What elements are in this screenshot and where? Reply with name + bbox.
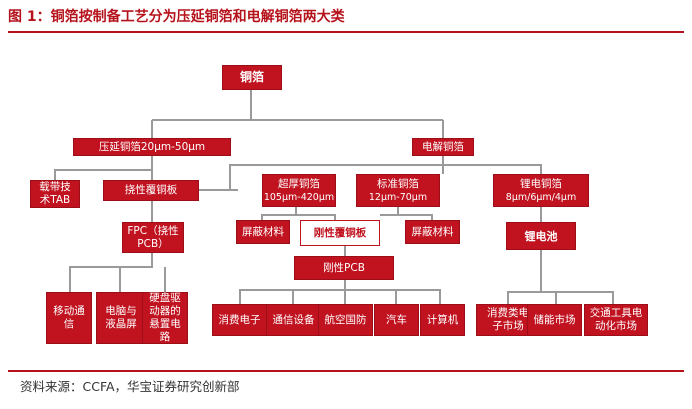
standard-label: 标准铜箔 [377, 177, 419, 190]
lithium-label: 锂电铜箔 [520, 177, 562, 190]
ultra-thick-label: 超厚铜箔 [278, 177, 320, 190]
node-mobile-comm: 移动通 信 [46, 292, 92, 344]
node-laptop-lcd: 电脑与 液晶屏 [96, 292, 146, 344]
node-copper-foil: 铜箔 [222, 65, 282, 90]
node-hdd-suspension: 硬盘驱 动器的 悬置电 路 [142, 292, 188, 344]
node-fpc: FPC（挠性 PCB） [122, 222, 184, 253]
lithium-spec: 8μm/6μm/4μm [505, 191, 577, 203]
node-electrolytic-foil: 电解铜箔 [412, 138, 474, 156]
node-ultra-thick-foil: 超厚铜箔 105μm-420μm [262, 174, 336, 207]
node-tab-tape: 载带技 术TAB [30, 180, 80, 208]
node-rigid-pcb: 刚性PCB [294, 256, 394, 280]
node-consumer-electronics: 消费电子 [212, 304, 267, 336]
source-note: 资料来源：CCFA，华宝证券研究创新部 [20, 379, 240, 394]
node-rolled-foil: 压延铜箔20μm-50μm [73, 138, 231, 156]
top-rule [8, 31, 684, 33]
node-shielding-2: 屏蔽材料 [405, 220, 460, 244]
standard-spec: 12μm-70μm [368, 191, 428, 203]
node-computer: 计算机 [420, 304, 465, 336]
node-lithium-foil: 锂电铜箔 8μm/6μm/4μm [493, 174, 589, 207]
ultra-thick-spec: 105μm-420μm [263, 191, 335, 203]
node-transport-market: 交通工具电 动化市场 [584, 304, 648, 336]
node-rigid-ccl: 刚性覆铜板 [300, 220, 380, 246]
node-automotive: 汽车 [374, 304, 419, 336]
figure-title: 图 1：铜箔按制备工艺分为压延铜箔和电解铜箔两大类 [8, 9, 345, 25]
node-shielding-1: 屏蔽材料 [236, 220, 290, 244]
node-aerospace-defense: 航空国防 [318, 304, 373, 336]
node-standard-foil: 标准铜箔 12μm-70μm [356, 174, 440, 207]
node-storage-market: 储能市场 [527, 304, 582, 336]
node-telecom-equipment: 通信设备 [266, 304, 321, 336]
bottom-rule [8, 370, 684, 372]
node-flexible-ccl: 挠性覆铜板 [103, 180, 199, 201]
node-lithium-battery: 锂电池 [506, 222, 576, 250]
